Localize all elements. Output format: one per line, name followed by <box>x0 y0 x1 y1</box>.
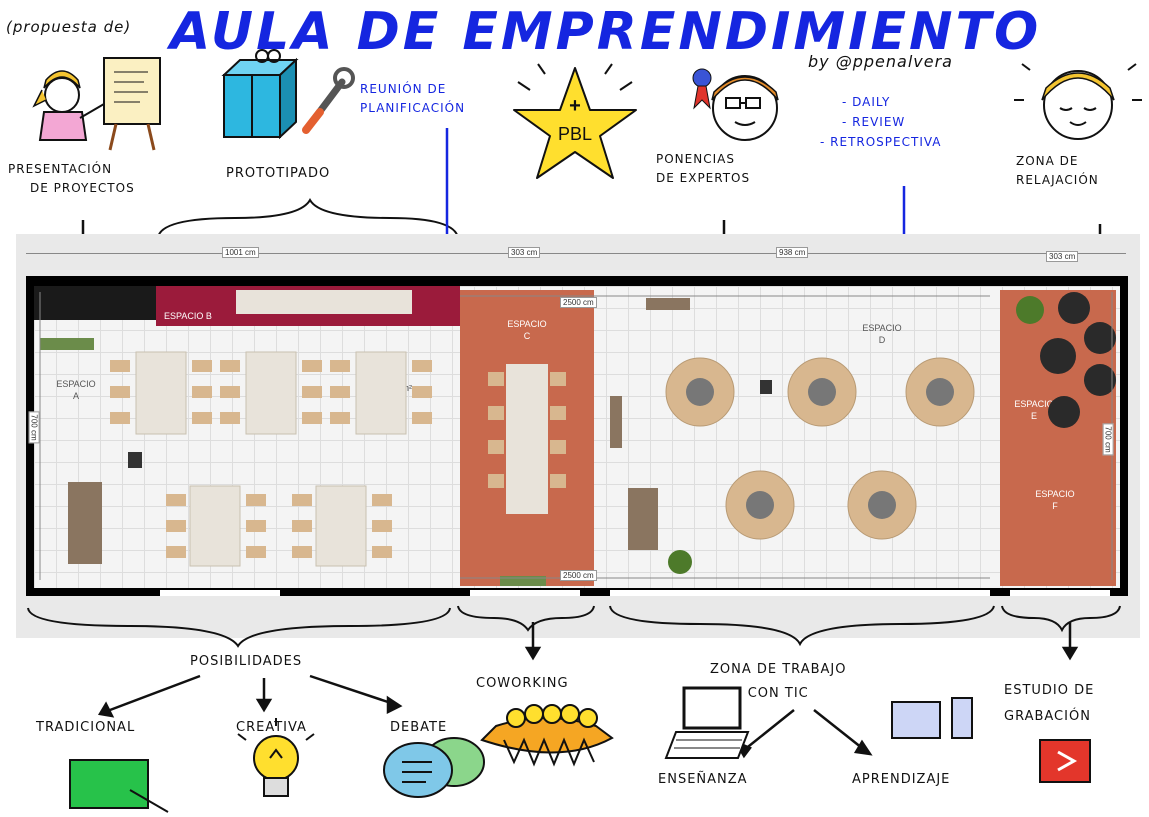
label-scrum: - DAILY - REVIEW - RETROSPECTIVA <box>820 95 942 149</box>
label-aprendizaje: APRENDIZAJE <box>852 772 951 787</box>
label-debate: DEBATE <box>390 720 448 735</box>
dim-bottom-width: 2500 cm <box>560 570 597 581</box>
dimension-line <box>26 253 1126 254</box>
label-prototipado: PROTOTIPADO <box>226 166 331 181</box>
bulb-icon <box>237 718 315 797</box>
label-presentacion: PRESENTACIÓN DE PROYECTOS <box>8 162 135 195</box>
label-posibilidades: POSIBILIDADES <box>190 654 303 669</box>
presenter-icon <box>32 57 161 151</box>
label-creativa: CREATIVA <box>236 720 307 735</box>
author-byline: by @ppenalvera <box>808 52 953 71</box>
label-zona-trabajo: ZONA DE TRABAJO CON TIC <box>710 662 847 701</box>
dim-top-width: 2500 cm <box>560 297 597 308</box>
dim-right-height: 700 cm <box>1102 423 1114 456</box>
pbl-label: PBL <box>558 124 592 144</box>
room-b-label: ESPACIO B <box>164 311 212 321</box>
prototype-bracket <box>157 197 459 239</box>
dim-1001: 1001 cm <box>222 247 259 258</box>
coworking-group-icon <box>480 704 614 767</box>
label-reunion: REUNIÓN DE PLANIFICACIÓN <box>360 82 466 115</box>
floor-plan-furniture <box>39 292 1116 596</box>
dim-938: 938 cm <box>776 247 809 258</box>
wrench-icon <box>302 67 355 134</box>
top-illustrations: + PBL <box>32 49 1142 275</box>
label-coworking: COWORKING <box>476 676 569 691</box>
laptop-icon <box>664 686 750 759</box>
expert-icon <box>692 68 779 141</box>
dim-left-height: 700 cm <box>28 411 40 444</box>
devices-icon <box>891 697 973 739</box>
room-a-dark-corner <box>34 286 156 320</box>
dim-303-right: 303 cm <box>1046 251 1079 262</box>
proposal-note: (propuesta de) <box>6 18 132 36</box>
label-ensenanza: ENSEÑANZA <box>658 772 748 787</box>
page-title: AULA DE EMPRENDIMIENTO <box>170 2 1042 62</box>
label-estudio: ESTUDIO DE GRABACIÓN <box>1004 683 1095 724</box>
label-relajacion: ZONA DE RELAJACIÓN <box>1016 154 1099 187</box>
svg-text:+: + <box>569 95 581 117</box>
label-tradicional: TRADICIONAL <box>36 720 136 735</box>
label-ponencias: PONENCIAS DE EXPERTOS <box>656 152 751 185</box>
pbl-star-icon: + PBL <box>513 63 637 179</box>
play-button-icon <box>1039 739 1091 783</box>
prototype-box-icon <box>221 49 299 140</box>
bottom-illustrations <box>27 605 1121 813</box>
room-b-counter <box>236 290 412 314</box>
speech-bubbles-icon <box>383 737 485 798</box>
dim-303-left: 303 cm <box>508 247 541 258</box>
relaxing-face-icon <box>1014 63 1142 140</box>
